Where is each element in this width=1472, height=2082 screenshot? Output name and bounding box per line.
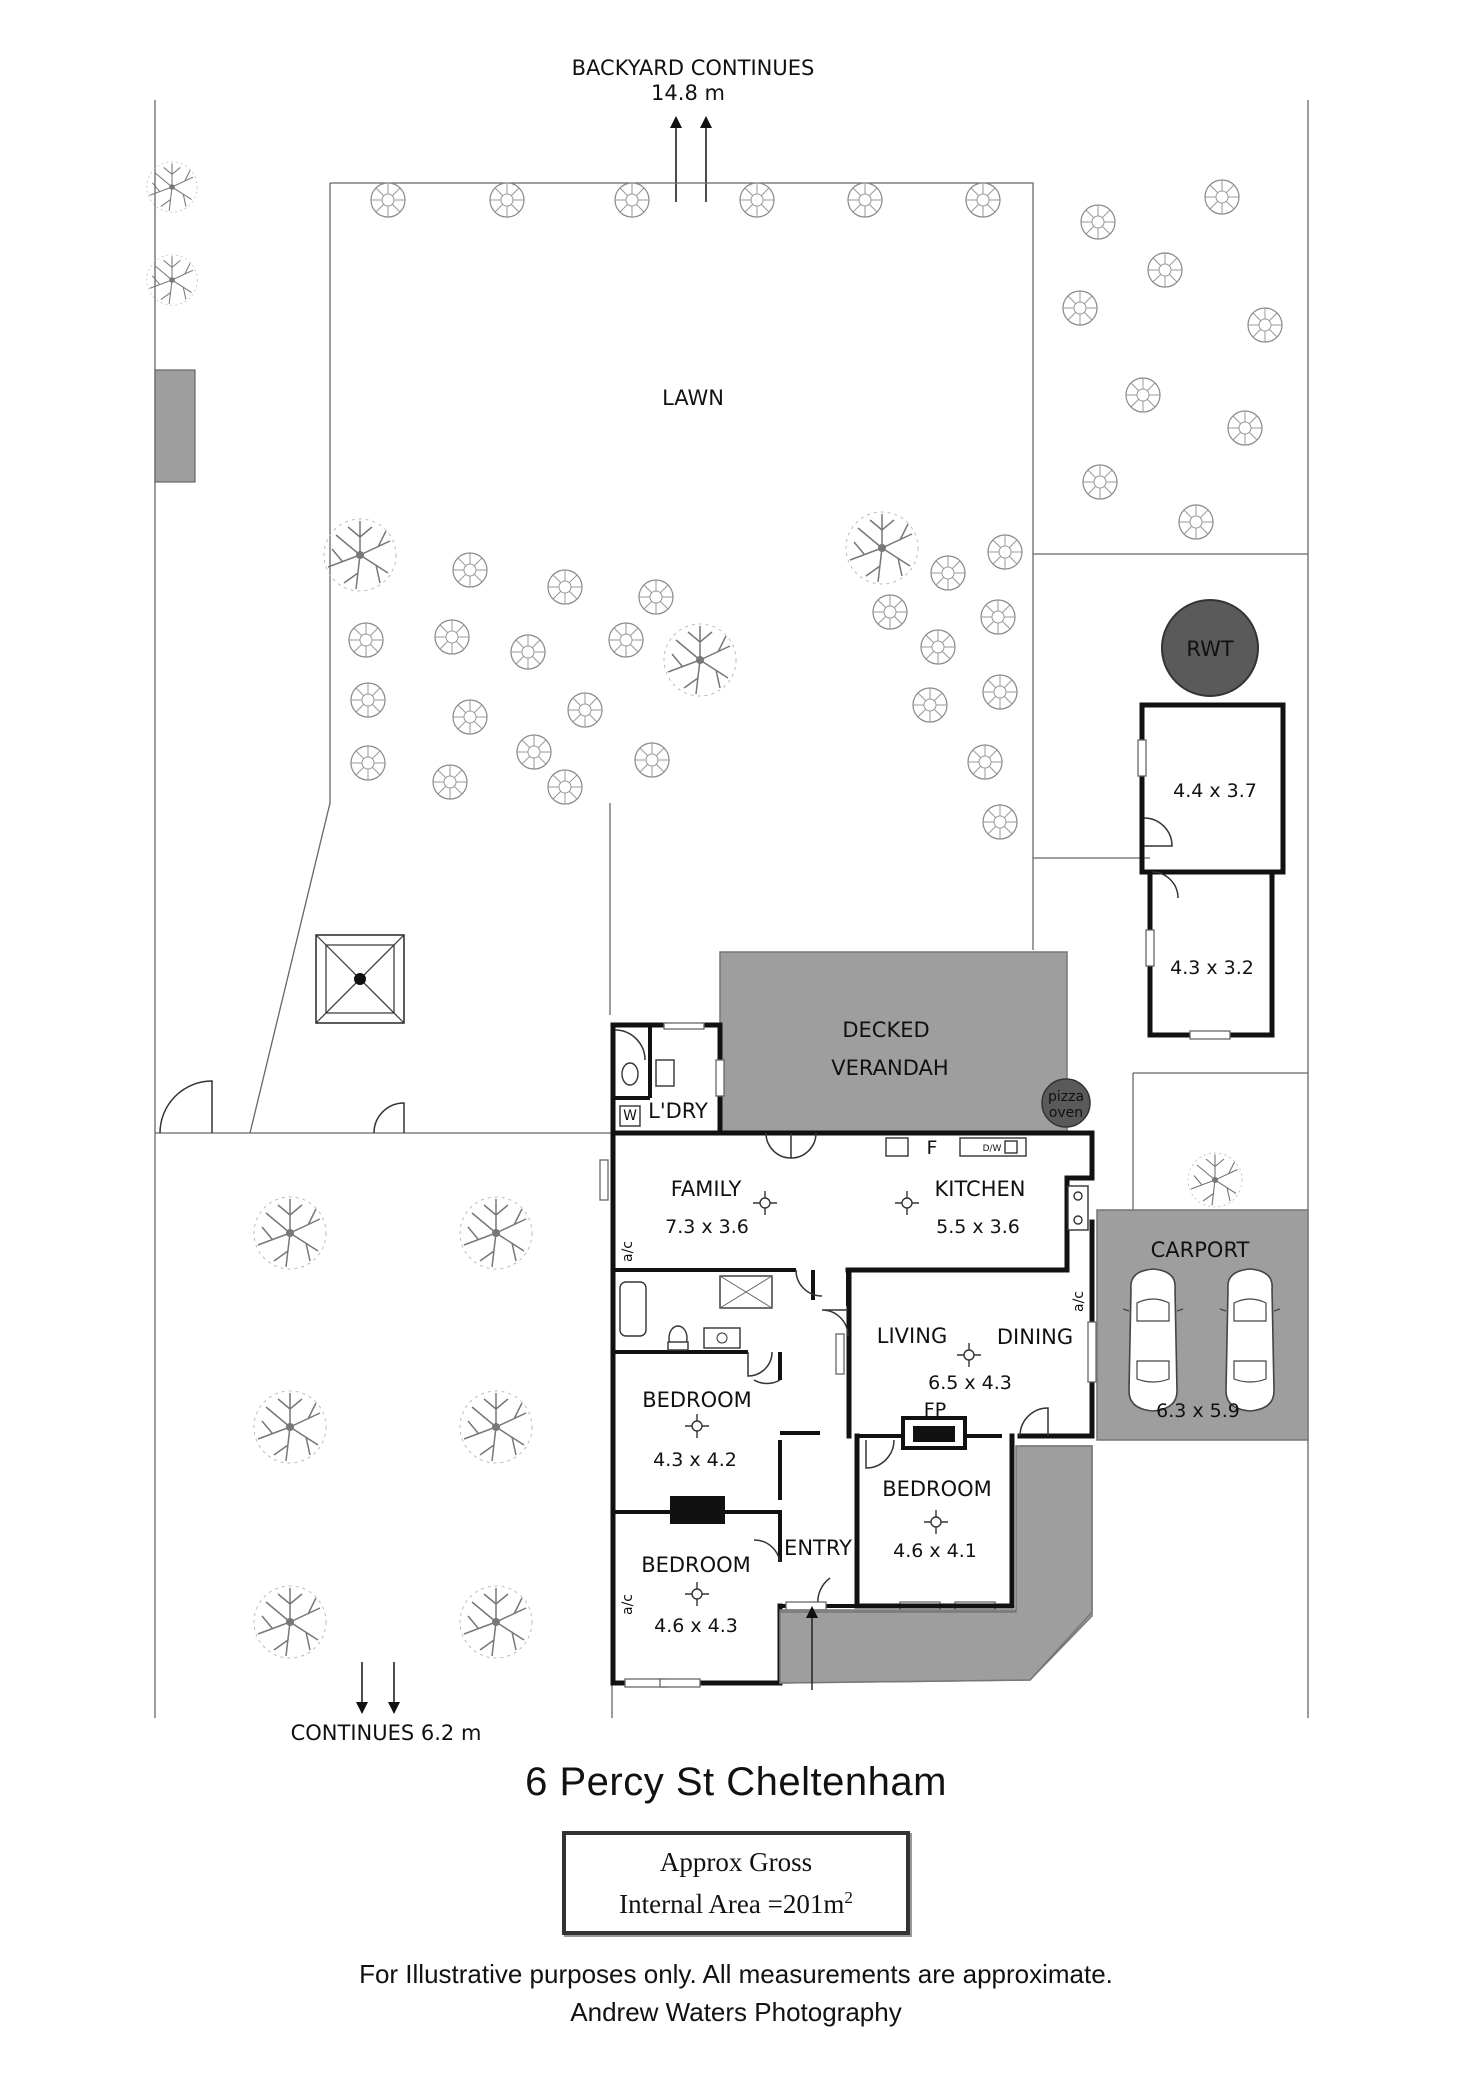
footer: 6 Percy St Cheltenham Approx Gross Inter… — [0, 1760, 1472, 2031]
ac-label-dining: a/c — [1071, 1291, 1087, 1312]
floor-plan: BACKYARD CONTINUES 14.8 m LAWN — [146, 56, 1309, 1745]
down-arrows — [356, 1662, 400, 1714]
ceiling-fan-icon — [894, 1190, 920, 1216]
area-box: Approx Gross Internal Area =201m2 — [562, 1831, 910, 1935]
bedroom-1-label: BEDROOM — [642, 1388, 752, 1412]
kitchen-fixtures — [885, 1137, 1089, 1231]
credit: Andrew Waters Photography — [570, 1997, 902, 2027]
gates — [159, 1080, 405, 1134]
dishwasher-label: D/W — [983, 1144, 1002, 1154]
side-structure — [154, 369, 196, 483]
fp-label: FP — [924, 1399, 946, 1421]
decked-label: DECKED — [842, 1018, 929, 1042]
disclaimer: For Illustrative purposes only. All meas… — [359, 1959, 1113, 1989]
family-label: FAMILY — [671, 1177, 742, 1201]
area-line-2-text: Internal Area =201m — [619, 1889, 845, 1919]
rwt-label: RWT — [1186, 637, 1234, 661]
area-superscript: 2 — [844, 1888, 853, 1907]
living-dimensions: 6.5 x 4.3 — [928, 1372, 1012, 1394]
pergola-feature — [315, 934, 405, 1024]
ceiling-fan-icon — [684, 1413, 710, 1439]
ceiling-fan-icon — [684, 1581, 710, 1607]
fridge-label: F — [927, 1137, 938, 1159]
ac-label-bedroom: a/c — [620, 1594, 636, 1615]
property-title: 6 Percy St Cheltenham — [525, 1760, 947, 1804]
lawn-label: LAWN — [662, 386, 724, 410]
laundry-label: L'DRY — [648, 1099, 708, 1123]
pizza-label: pizza — [1048, 1089, 1084, 1105]
decked-verandah — [719, 951, 1068, 1133]
car-icon — [1219, 1268, 1281, 1412]
up-arrows — [670, 116, 712, 202]
pizza-oven — [1041, 1078, 1091, 1128]
area-line-2: Internal Area =201m2 — [566, 1880, 906, 1922]
bedroom-2-label: BEDROOM — [882, 1477, 992, 1501]
bedroom-3-label: BEDROOM — [641, 1553, 751, 1577]
living-label: LIVING — [877, 1324, 947, 1348]
bedroom-2-dimensions: 4.6 x 4.1 — [893, 1540, 977, 1562]
shed1-dimensions: 4.4 x 3.7 — [1173, 780, 1257, 802]
continues-label: CONTINUES 6.2 m — [291, 1721, 482, 1745]
washer-label: W — [623, 1108, 637, 1124]
bathroom-fixtures — [619, 1275, 773, 1351]
shed2-dimensions: 4.3 x 3.2 — [1170, 957, 1254, 979]
oven-label: oven — [1049, 1105, 1083, 1121]
ceiling-fan-icon — [752, 1190, 778, 1216]
car-icon — [1122, 1268, 1184, 1412]
ac-label-family: a/c — [620, 1241, 636, 1262]
area-line-1: Approx Gross — [659, 1847, 813, 1877]
verandah-label: VERANDAH — [831, 1056, 948, 1080]
kitchen-label: KITCHEN — [935, 1177, 1026, 1201]
backyard-distance: 14.8 m — [651, 81, 725, 105]
carport-label: CARPORT — [1151, 1238, 1250, 1262]
family-dimensions: 7.3 x 3.6 — [665, 1216, 749, 1238]
rainwater-tank — [1161, 599, 1259, 697]
chimney-block — [670, 1496, 725, 1524]
property-boundary — [154, 100, 1309, 1718]
dining-label: DINING — [997, 1325, 1073, 1349]
backyard-label: BACKYARD CONTINUES — [572, 56, 815, 80]
entry-label: ENTRY — [784, 1536, 852, 1560]
carport-dimensions: 6.3 x 5.9 — [1156, 1400, 1240, 1422]
ceiling-fan-icon — [956, 1342, 982, 1368]
bedroom-1-dimensions: 4.3 x 4.2 — [653, 1449, 737, 1471]
bedroom-3-dimensions: 4.6 x 4.3 — [654, 1615, 738, 1637]
laundry-block — [610, 1022, 725, 1136]
outbuildings — [1137, 702, 1286, 1040]
kitchen-dimensions: 5.5 x 3.6 — [936, 1216, 1020, 1238]
ceiling-fan-icon — [923, 1509, 949, 1535]
